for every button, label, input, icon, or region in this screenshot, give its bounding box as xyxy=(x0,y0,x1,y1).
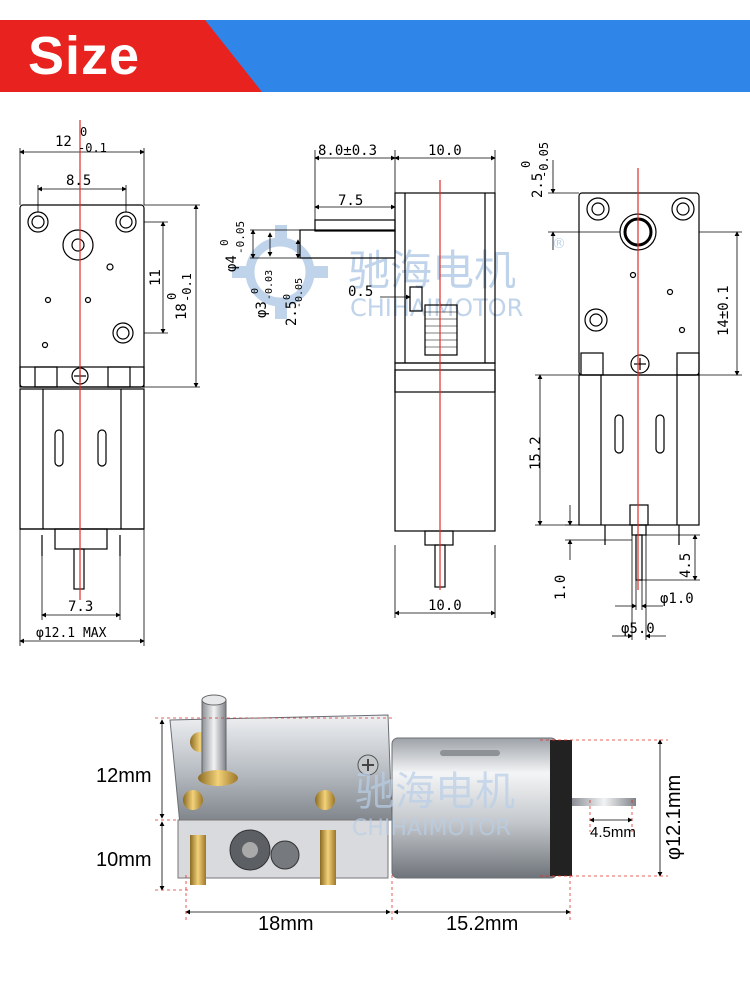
size-banner xyxy=(0,20,750,92)
photo-dim-shaft: 4.5mm xyxy=(590,824,636,841)
front-hole-spacing: 8.5 xyxy=(66,173,91,189)
side-dim-10-top: 10.0 xyxy=(428,143,462,159)
back-dim-phi5: φ5.0 xyxy=(621,621,655,637)
front-side-18-tol-upper: 0 xyxy=(165,293,179,300)
back-dim-2-5: 2.5 xyxy=(530,173,546,198)
photo-dim-left-bottom: 10mm xyxy=(96,849,152,871)
side-dim-phi4-tol-lower: -0.05 xyxy=(234,221,247,254)
side-dim-10-bottom: 10.0 xyxy=(428,598,462,614)
photo-dim-bottom-right: 15.2mm xyxy=(446,913,518,935)
photo-gearbox xyxy=(169,694,393,885)
side-dim-7-5: 7.5 xyxy=(338,193,363,209)
side-dim-phi3-tol-upper: 0 xyxy=(250,288,261,294)
side-dim-phi4-tol-upper: 0 xyxy=(218,239,231,246)
front-motor-body xyxy=(19,388,145,530)
watermark-en: CHIHAIMOTOR xyxy=(350,294,523,322)
side-dim-8: 8.0±0.3 xyxy=(318,143,377,159)
back-dim-2-5-tol-upper: 0 xyxy=(519,161,533,168)
front-view xyxy=(19,148,200,646)
banner-title: Size xyxy=(28,26,141,86)
side-dim-phi4: φ4 xyxy=(224,255,240,272)
front-top-tol-lower: -0.1 xyxy=(78,141,107,155)
side-dim-2-5-tol-upper: 0 xyxy=(282,294,293,300)
side-output-shaft xyxy=(314,219,396,232)
photo-motor xyxy=(391,737,636,879)
side-dim-0-5: 0.5 xyxy=(348,284,373,300)
front-plate-lower xyxy=(19,366,145,388)
watermark-cn: 驰海电机 xyxy=(348,246,516,295)
front-side-18: 18 xyxy=(174,303,190,320)
back-dim-2-5-tol-lower: -0.05 xyxy=(537,142,551,178)
front-diameter-max: φ12.1 MAX xyxy=(36,626,107,641)
front-top-width: 12 xyxy=(55,134,72,150)
side-dim-phi3: φ3 xyxy=(254,301,270,318)
back-dim-1-0-left: 1.0 xyxy=(553,575,569,600)
back-dim-14: 14±0.1 xyxy=(716,285,732,336)
side-dim-phi3-tol-lower: -0.03 xyxy=(264,270,275,300)
banner-background xyxy=(0,20,750,92)
svg-text:驰海电机: 驰海电机 xyxy=(355,769,515,815)
front-top-tol-upper: 0 xyxy=(80,125,87,139)
technical-drawings: 驰海电机 CHIHAIMOTOR ® xyxy=(19,120,742,646)
back-dim-phi1: φ1.0 xyxy=(660,591,694,607)
watermark-reg: ® xyxy=(552,236,566,252)
back-dim-15-2: 15.2 xyxy=(528,436,544,470)
product-photo: 驰海电机 CHIHAIMOTOR 12mm 10mm 18mm 15.2mm 4… xyxy=(96,694,685,935)
photo-dim-bottom-left: 18mm xyxy=(258,913,314,935)
side-motor-body xyxy=(394,362,496,532)
side-view xyxy=(250,150,496,618)
front-shaft-7-3: 7.3 xyxy=(68,599,93,615)
watermark: 驰海电机 CHIHAIMOTOR ® xyxy=(232,225,566,322)
photo-dim-diameter: φ12.1mm xyxy=(663,775,685,860)
back-motor-body xyxy=(578,374,700,526)
back-dim-4-5: 4.5 xyxy=(678,553,694,578)
side-dim-2-5: 2.5 xyxy=(284,301,300,326)
gear-logo-icon xyxy=(245,237,315,307)
side-dim-2-5-tol-lower: -0.05 xyxy=(294,278,305,308)
svg-text:CHIHAIMOTOR: CHIHAIMOTOR xyxy=(352,816,511,841)
front-side-18-tol-lower: -0.1 xyxy=(180,273,194,302)
photo-dim-left-top: 12mm xyxy=(96,765,152,787)
photo-watermark: 驰海电机 CHIHAIMOTOR xyxy=(352,769,515,841)
front-side-11: 11 xyxy=(148,269,164,286)
